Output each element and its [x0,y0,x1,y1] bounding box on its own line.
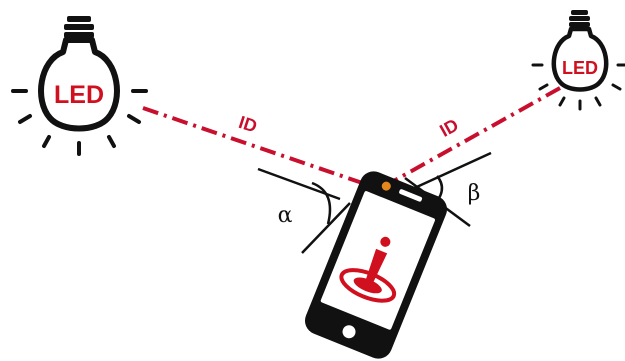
right-led-label: LED [562,58,598,78]
angle-alpha-marker [258,169,350,253]
angle-alpha-label: α [278,203,293,228]
right-signal-id-label: ID [436,115,461,141]
angle-beta-label: β [468,181,481,206]
led-bulb-icon [41,16,117,129]
left-led-bulb: LED [13,16,146,154]
left-signal-id-label: ID [236,112,259,137]
left-led-label: LED [54,81,104,109]
right-signal-line [383,88,560,187]
smartphone-icon [301,167,451,361]
